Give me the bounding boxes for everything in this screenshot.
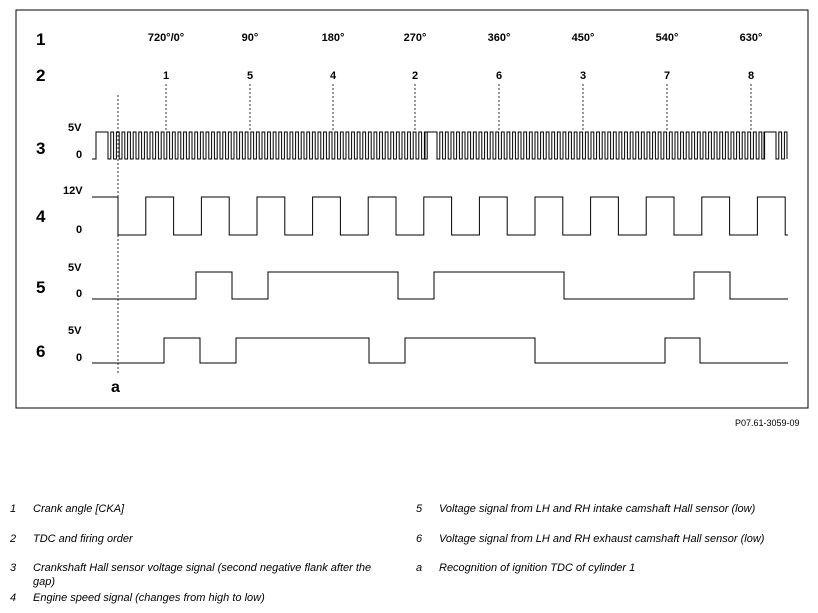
exhaust-camshaft-signal-wave <box>92 337 788 364</box>
crank-angle-label: 270° <box>404 32 427 44</box>
legend-key: 1 <box>10 503 17 515</box>
crank-angle-label: 540° <box>656 32 679 44</box>
engine-speed-signal-wave <box>92 196 788 236</box>
row5-high-label: 5V <box>68 262 82 274</box>
row5-low-label: 0 <box>76 288 82 300</box>
firing-order-label: 3 <box>580 70 586 82</box>
firing-order-label: 5 <box>247 70 253 82</box>
crank-angle-label: 720°/0° <box>148 32 184 44</box>
tdc-recognition-marker-label: a <box>111 379 120 396</box>
row-number-4: 4 <box>36 207 46 226</box>
row-number-6: 6 <box>36 342 45 361</box>
legend-key: a <box>416 562 423 574</box>
diagram-frame <box>15 9 809 409</box>
firing-order-label: 6 <box>496 70 502 82</box>
firing-order-label: 1 <box>163 70 169 82</box>
row4-high-label: 12V <box>63 185 83 197</box>
row6-high-label: 5V <box>68 325 82 337</box>
legend-text: Voltage signal from LH and RH exhaust ca… <box>439 533 765 545</box>
firing-order-label: 8 <box>748 70 754 82</box>
legend-text: TDC and firing order <box>33 533 133 545</box>
firing-order-label: 2 <box>412 70 418 82</box>
crank-angle-label: 450° <box>572 32 595 44</box>
crank-angle-label: 90° <box>242 32 259 44</box>
legend-key: 5 <box>416 503 423 515</box>
firing-order-label: 7 <box>664 70 670 82</box>
legend-key: 2 <box>10 533 17 545</box>
figure-id: P07.61-3059-09 <box>735 418 800 428</box>
timing-diagram: 1 2 3 4 5 6 720°/0°90°180°270°360°450°54… <box>15 9 809 409</box>
legend-text: Engine speed signal (changes from high t… <box>33 592 265 604</box>
intake-camshaft-signal-wave <box>92 271 788 300</box>
crankshaft-hall-signal-wave <box>92 131 788 160</box>
crank-angle-label: 180° <box>322 32 345 44</box>
legend-text: Crank angle [CKA] <box>33 503 125 515</box>
row-number-5: 5 <box>36 278 45 297</box>
row-number-1: 1 <box>36 30 45 49</box>
row-number-2: 2 <box>36 66 45 85</box>
row3-high-label: 5V <box>68 122 82 134</box>
row4-low-label: 0 <box>76 224 82 236</box>
row3-low-label: 0 <box>76 149 82 161</box>
legend-key: 3 <box>10 562 17 574</box>
crank-angle-label: 360° <box>488 32 511 44</box>
legend-text: Voltage signal from LH and RH intake cam… <box>439 503 756 515</box>
row6-low-label: 0 <box>76 352 82 364</box>
legend-text: Recognition of ignition TDC of cylinder … <box>439 562 636 574</box>
row-number-3: 3 <box>36 139 45 158</box>
legend-text: Crankshaft Hall sensor voltage signal (s… <box>33 562 372 588</box>
crank-angle-label: 630° <box>740 32 763 44</box>
legend-key: 6 <box>416 533 423 545</box>
firing-order-label: 4 <box>330 70 337 82</box>
legend-key: 4 <box>10 592 17 604</box>
